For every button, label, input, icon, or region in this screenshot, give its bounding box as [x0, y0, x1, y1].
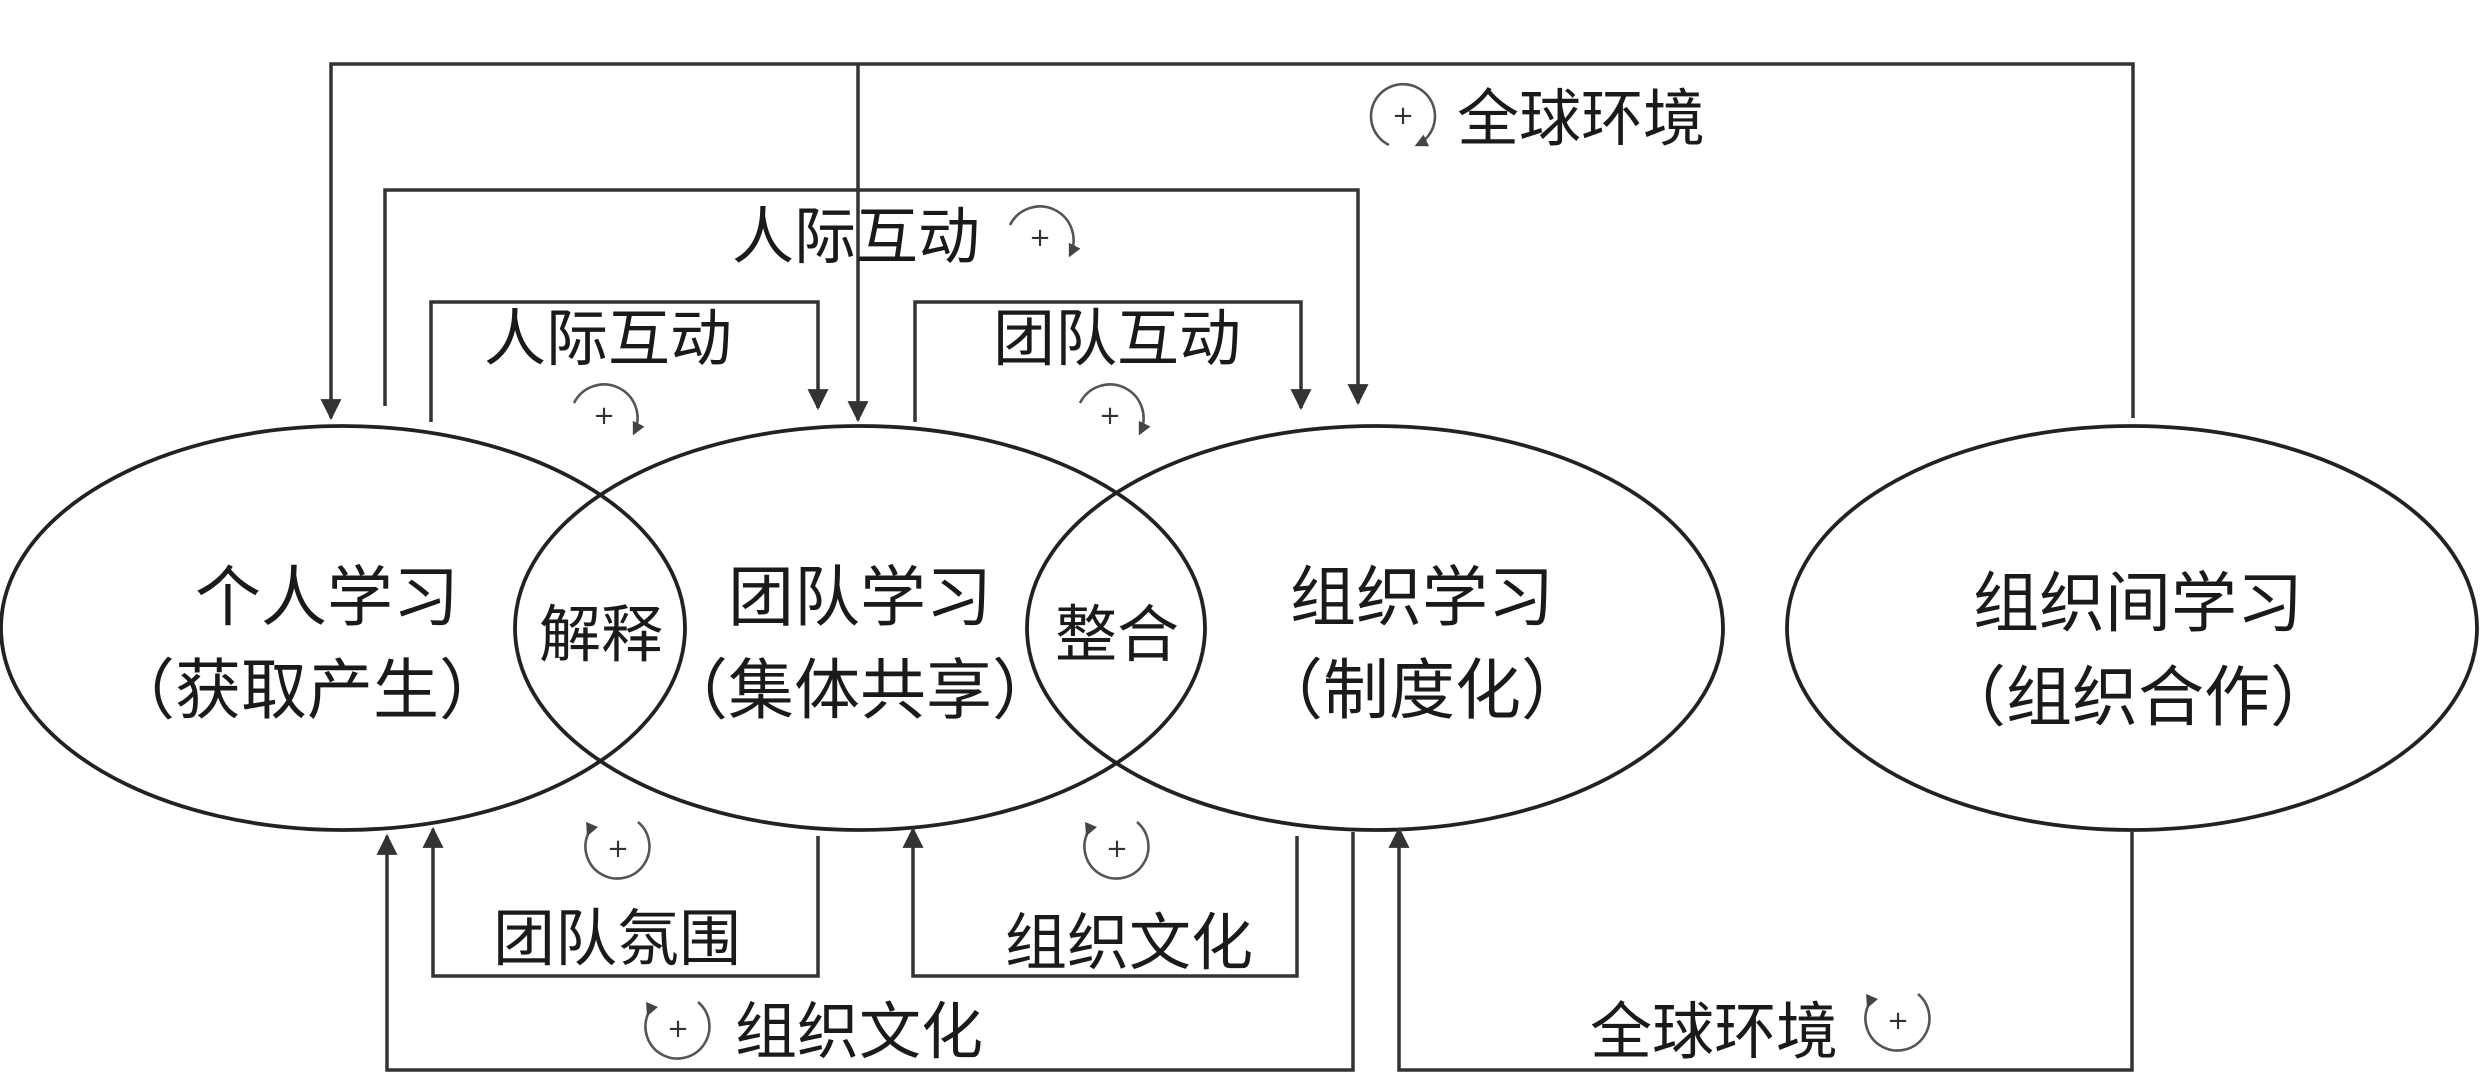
inter-org-learning-ellipse: [1785, 424, 2479, 832]
svg-text:+: +: [607, 834, 629, 864]
global-env-top-label: 全球环境: [1457, 82, 1705, 155]
team-learning-ellipse: [513, 424, 1207, 832]
team-atmosphere-connector: [422, 826, 820, 978]
svg-text:+: +: [1029, 223, 1051, 253]
org-culture-outer-label: 组织文化: [735, 995, 983, 1068]
global-env-bottom-connector: [1388, 826, 2134, 1072]
team-interaction-connector: [913, 300, 1312, 422]
interpersonal-outer-connector: [383, 188, 1369, 406]
svg-text:+: +: [593, 401, 615, 431]
team-learning-title: 团队学习: [728, 559, 992, 636]
inter-org-learning-subtitle: （组织合作）: [1940, 659, 2336, 736]
svg-text:+: +: [1099, 401, 1121, 431]
org-learning-title: 组织学习: [1290, 559, 1554, 636]
svg-text:+: +: [1887, 1006, 1909, 1036]
team-atmosphere-label: 团队氛围: [493, 902, 741, 975]
org-culture-inner-label: 组织文化: [1005, 906, 1253, 979]
loop-icon-org-culture-outer: +: [644, 1001, 711, 1060]
svg-text:+: +: [1392, 101, 1414, 131]
svg-text:+: +: [1106, 834, 1128, 864]
loop-icon-team-atmosphere: +: [584, 821, 651, 880]
individual-learning-title: 个人学习: [195, 559, 459, 636]
individual-learning-subtitle: （获取产生）: [109, 652, 505, 729]
loop-icon-global-env-bottom: +: [1864, 993, 1931, 1052]
loop-icon-global-env-top: +: [1369, 83, 1437, 147]
interpretation-label: 解释: [539, 598, 663, 671]
inter-org-learning-title: 组织间学习: [1973, 565, 2303, 642]
org-learning-ellipse: [1025, 424, 1725, 832]
svg-text:+: +: [667, 1014, 689, 1044]
loop-icon-interpersonal-outer: +: [1008, 205, 1081, 258]
org-culture-inner-connector: [902, 826, 1299, 978]
interpersonal-inner-label: 人际互动: [484, 302, 732, 375]
loop-icon-org-culture-inner: +: [1083, 821, 1150, 880]
team-learning-subtitle: （集体共享）: [662, 652, 1058, 729]
loop-icon-team-interaction: +: [1078, 383, 1151, 436]
org-learning-subtitle: （制度化）: [1257, 652, 1587, 729]
team-interaction-label: 团队互动: [993, 302, 1241, 375]
integration-label: 整合: [1055, 598, 1179, 671]
individual-learning-ellipse: [0, 424, 687, 832]
global-env-top-connector: [320, 62, 2135, 421]
loop-icon-interpersonal-inner: +: [572, 383, 645, 436]
global-env-bottom-label: 全球环境: [1590, 995, 1838, 1068]
interpersonal-outer-label: 人际互动: [732, 200, 980, 273]
org-culture-outer-connector: [376, 832, 1355, 1072]
interpersonal-inner-connector: [429, 300, 829, 422]
